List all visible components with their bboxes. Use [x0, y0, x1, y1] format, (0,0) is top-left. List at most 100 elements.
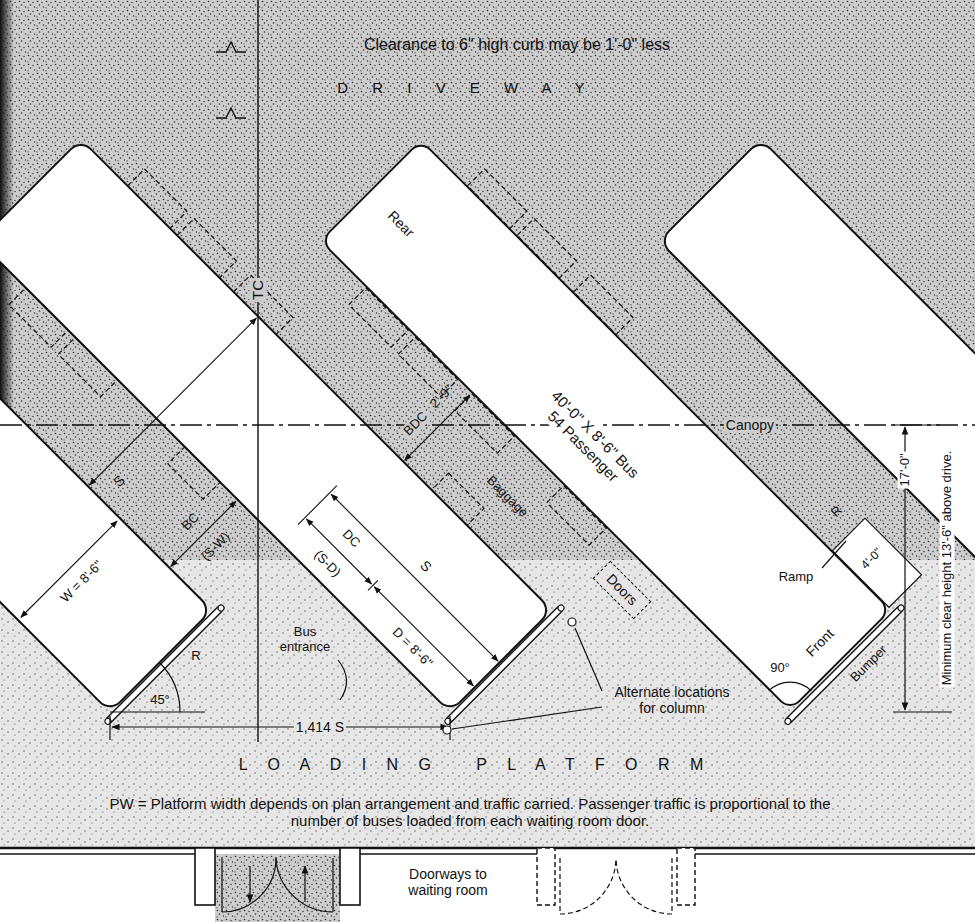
dimension-formula: (S-D) — [311, 548, 344, 581]
dimension-label: DC — [339, 527, 363, 551]
detail-lines-part — [893, 424, 940, 425]
detail-lines-part — [109, 716, 110, 740]
part-label: Bumper — [848, 643, 891, 686]
dimension-value: W = 8'-6" — [58, 558, 106, 606]
bus-second-part-part — [128, 169, 187, 228]
dims-left — [0, 318, 338, 667]
part-label: Baggage — [483, 473, 530, 520]
doors-label: Doors — [603, 571, 641, 609]
waiting-room-wall-part — [695, 853, 975, 854]
bus-main-part — [832, 518, 921, 607]
bus-left-part — [107, 607, 222, 722]
dimension-label: BC — [179, 510, 202, 533]
waiting-room-wall-part — [677, 848, 695, 905]
waiting-room-wall-part — [360, 853, 537, 854]
bus-left-part — [217, 604, 225, 612]
part-label: Doorways to waiting room — [398, 866, 498, 898]
bus-end-label: Front — [802, 626, 836, 660]
canopy-line — [0, 424, 975, 425]
area-title: D R I V E W A Y — [337, 79, 594, 96]
waiting-room-wall-part-part — [671, 858, 672, 914]
bus-main-part-part — [547, 486, 606, 545]
dimension-value: 1,414 S — [294, 719, 346, 735]
dims-left-part — [21, 521, 117, 617]
break-marks — [216, 42, 246, 118]
bus-second-part-part — [234, 275, 293, 334]
detail-lines-part — [769, 682, 811, 691]
waiting-room-wall-part-part — [276, 858, 333, 912]
part-label: Bus entrance — [274, 625, 336, 655]
bus-main-part — [787, 607, 902, 722]
bus-main — [302, 107, 930, 735]
dimension-value: 2'-9" — [428, 383, 457, 412]
waiting-room-wall-part — [195, 848, 215, 905]
note-text: PW = Platform width depends on plan arra… — [90, 795, 850, 830]
detail-lines-part — [110, 711, 205, 712]
bus-main-part-part — [517, 218, 576, 277]
area-title: L O A D I N G P L A T F O R M — [239, 756, 712, 774]
waiting-room-wall-part — [560, 858, 672, 914]
driveway-ground — [0, 0, 975, 848]
waiting-room-wall-part-part — [304, 866, 305, 902]
dims-left-part — [89, 318, 256, 485]
dims-second-part — [374, 587, 473, 686]
waiting-room-wall — [0, 848, 975, 922]
waiting-room-wall-part-part — [332, 858, 333, 912]
detail-lines-part — [452, 707, 602, 729]
detail-lines-part — [443, 726, 451, 734]
bus-main-part-part — [349, 288, 408, 347]
waiting-room-wall-part — [0, 853, 195, 854]
bus-second-part — [444, 717, 452, 725]
detail-lines-part — [822, 541, 846, 568]
bus-main-part — [897, 604, 905, 612]
bus-size-label: 40'-0" X 8'-6" Bus 54 Passenger — [530, 382, 648, 500]
bus-left-part — [104, 717, 112, 725]
waiting-room-wall-part-part — [221, 858, 222, 912]
dims-second-part — [298, 486, 337, 525]
bus-second-part-part — [432, 473, 484, 525]
callout-text: Alternate locations for column — [605, 684, 740, 716]
dimension-label: S — [110, 472, 128, 490]
part-label: Canopy — [724, 417, 776, 433]
break-marks-part — [216, 42, 246, 52]
dimension-value: 17'-0" — [898, 451, 913, 488]
dims-second-part — [331, 494, 498, 661]
dimension-label: BDC — [400, 408, 433, 441]
detail-lines-part — [338, 660, 347, 700]
dimension-label: R — [828, 503, 845, 520]
dimension-label: S — [417, 557, 435, 575]
doors-box: Doors — [593, 561, 652, 620]
bus-main-part-part — [574, 275, 633, 334]
detail-lines-part — [568, 618, 576, 626]
bus-second-part — [447, 607, 562, 722]
part-label: Ramp — [777, 570, 816, 585]
angle-label: 90° — [770, 661, 790, 676]
tc-line — [257, 0, 258, 742]
bus-second-part-part — [177, 218, 236, 277]
dims-left-part — [171, 501, 236, 566]
note-text: Clearance to 6" high curb may be 1'-0" l… — [364, 36, 670, 54]
bus-main-part — [784, 717, 792, 725]
dims-second-part — [306, 519, 371, 584]
waiting-room-wall-part-part — [249, 866, 250, 902]
bus-main-part-part — [455, 394, 514, 453]
bus-end-label: Rear — [385, 208, 418, 241]
dimension-formula: (S-W) — [199, 530, 234, 565]
detail-lines-part — [893, 711, 952, 712]
dimension-note: Minimum clear height 13'-6" above drive. — [940, 449, 955, 688]
waiting-room-wall-part-part — [616, 858, 672, 914]
waiting-room-wall-part-part — [560, 858, 616, 914]
dimension-value: D = 8'-6" — [389, 625, 435, 671]
dimension-value: 4'-0" — [857, 544, 886, 573]
waiting-room-wall-part — [222, 858, 333, 912]
bus-main-part — [349, 169, 725, 545]
bus-main-part-part — [468, 169, 527, 228]
waiting-room-wall-part — [537, 848, 555, 905]
angle-label: 45° — [150, 693, 170, 708]
waiting-room-wall-part — [0, 847, 975, 850]
bus-second-part-part — [9, 288, 68, 347]
break-marks-part — [216, 108, 246, 118]
waiting-room-wall-part-part — [222, 858, 276, 912]
